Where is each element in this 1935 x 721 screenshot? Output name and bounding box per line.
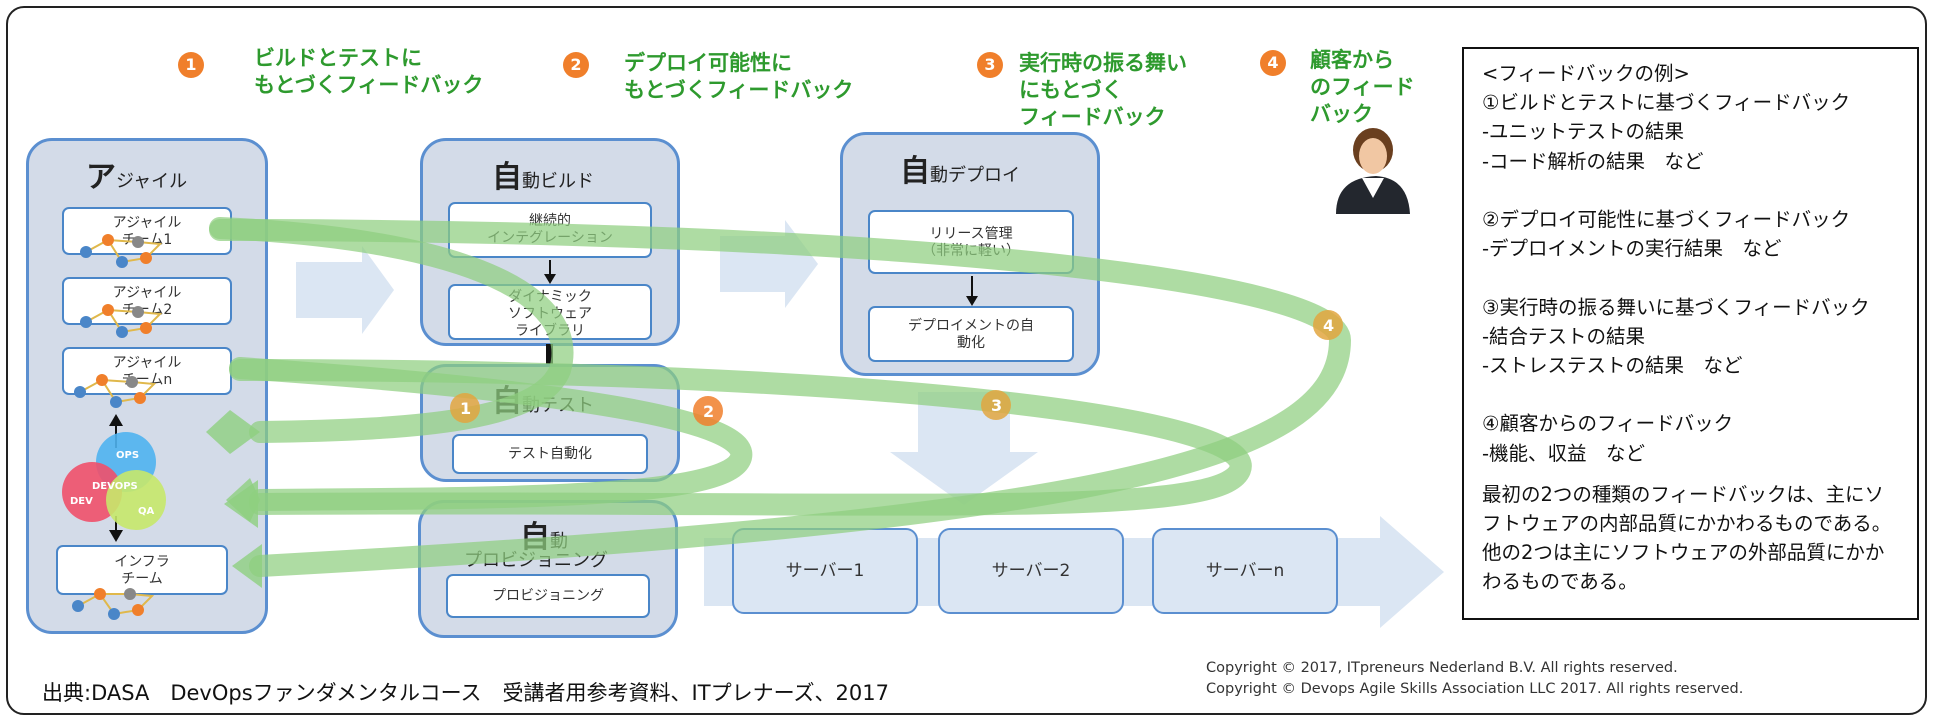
venn-qa-label: QA <box>138 506 155 517</box>
note-spacer <box>1482 263 1901 292</box>
team-network-icon-infra <box>72 588 155 620</box>
header-2-text: デプロイ可能性に もとづくフィードバック <box>624 51 854 102</box>
feedback-loop-3 <box>229 359 1252 516</box>
note-heading: <フィードバックの例> <box>1482 62 1690 85</box>
loop-arrowhead-4 <box>232 544 262 588</box>
loop-marker-4: 4 <box>1323 316 1334 335</box>
team-network-icon-n <box>74 374 157 408</box>
agile-title-rest: ジャイル <box>116 171 188 192</box>
note-line: -ユニットテストの結果 <box>1482 120 1685 144</box>
note-line: ①ビルドとテストに基づくフィードバック <box>1482 91 1851 115</box>
flow-arrow-1 <box>296 246 394 334</box>
test-automation-box: テスト自動化 <box>452 434 648 474</box>
provisioning-box: プロビジョニング <box>446 574 650 618</box>
venn-dev-label: DEV <box>70 496 93 507</box>
note-line: -デプロイメントの実行結果 など <box>1482 237 1782 261</box>
auto-build-title: 自動ビルド <box>492 152 594 196</box>
server-2: サーバー2 <box>938 528 1124 614</box>
auto-deploy-title-rest: 動デプロイ <box>930 165 1020 186</box>
header-4-text: 顧客から のフィード バック <box>1310 48 1415 126</box>
agile-title: アジャイル <box>86 152 187 196</box>
copyright-block: Copyright © 2017, ITpreneurs Nederland B… <box>1206 658 1743 700</box>
venn-devops-label: DEVOPS <box>92 481 138 492</box>
note-line: ④顧客からのフィードバック <box>1482 412 1734 436</box>
copyright-line-2: Copyright © Devops Agile Skills Associat… <box>1206 681 1744 697</box>
header-3-text: 実行時の振る舞い にもとづく フィードバック <box>1019 51 1187 129</box>
auto-build-title-rest: 動ビルド <box>522 171 594 192</box>
note-line: -結合テストの結果 <box>1482 324 1646 348</box>
note-line: -機能、収益 など <box>1482 441 1646 465</box>
note-spacer <box>1482 468 1901 480</box>
note-line: -ストレステストの結果 など <box>1482 354 1743 378</box>
feedback-loop-4 <box>209 219 1352 577</box>
team-network-icon-2 <box>80 304 163 338</box>
auto-deploy-title-big: 自 <box>900 154 930 189</box>
note-spacer <box>1482 380 1901 409</box>
header-4-number: 4 <box>1260 50 1286 76</box>
copyright-line-1: Copyright © 2017, ITpreneurs Nederland B… <box>1206 660 1678 676</box>
flow-arrow-down <box>890 392 1038 505</box>
venn-ops-label: OPS <box>116 450 139 461</box>
agile-title-big: ア <box>86 160 116 195</box>
team-network-icon-1 <box>80 234 163 268</box>
note-summary: 最初の2つの種類のフィードバックは、主にソフトウェアの内部品質にかかわるものであ… <box>1482 482 1892 594</box>
loop-marker-1: 1 <box>460 399 471 418</box>
note-line: ③実行時の振る舞いに基づくフィードバック <box>1482 295 1870 319</box>
note-spacer <box>1482 176 1901 205</box>
venn-qa <box>106 470 166 530</box>
loop-arrowhead-3 <box>224 480 258 528</box>
feedback-examples-box: <フィードバックの例> ①ビルドとテストに基づくフィードバック -ユニットテスト… <box>1462 47 1919 620</box>
loop-marker-2: 2 <box>703 402 714 421</box>
auto-deploy-title: 自動デプロイ <box>900 146 1020 190</box>
header-3-number: 3 <box>977 52 1003 78</box>
note-line: -コード解析の結果 など <box>1482 149 1704 173</box>
source-citation: 出典:DASA DevOpsファンダメンタルコース 受講者用参考資料、ITプレナ… <box>42 681 889 705</box>
header-2-number: 2 <box>563 52 589 78</box>
loop-arrowhead-1 <box>206 410 260 454</box>
deployment-automation-box: デプロイメントの自 動化 <box>868 306 1074 362</box>
header-1-number: 1 <box>178 52 204 78</box>
server-n: サーバーn <box>1152 528 1338 614</box>
diagram-frame <box>6 6 1927 715</box>
infra-team: インフラ チーム <box>56 545 228 595</box>
header-1-text: ビルドとテストに もとづくフィードバック <box>254 46 484 97</box>
auto-build-title-big: 自 <box>492 160 522 195</box>
loop-marker-3: 3 <box>991 396 1002 415</box>
note-line: ②デプロイ可能性に基づくフィードバック <box>1482 208 1851 232</box>
